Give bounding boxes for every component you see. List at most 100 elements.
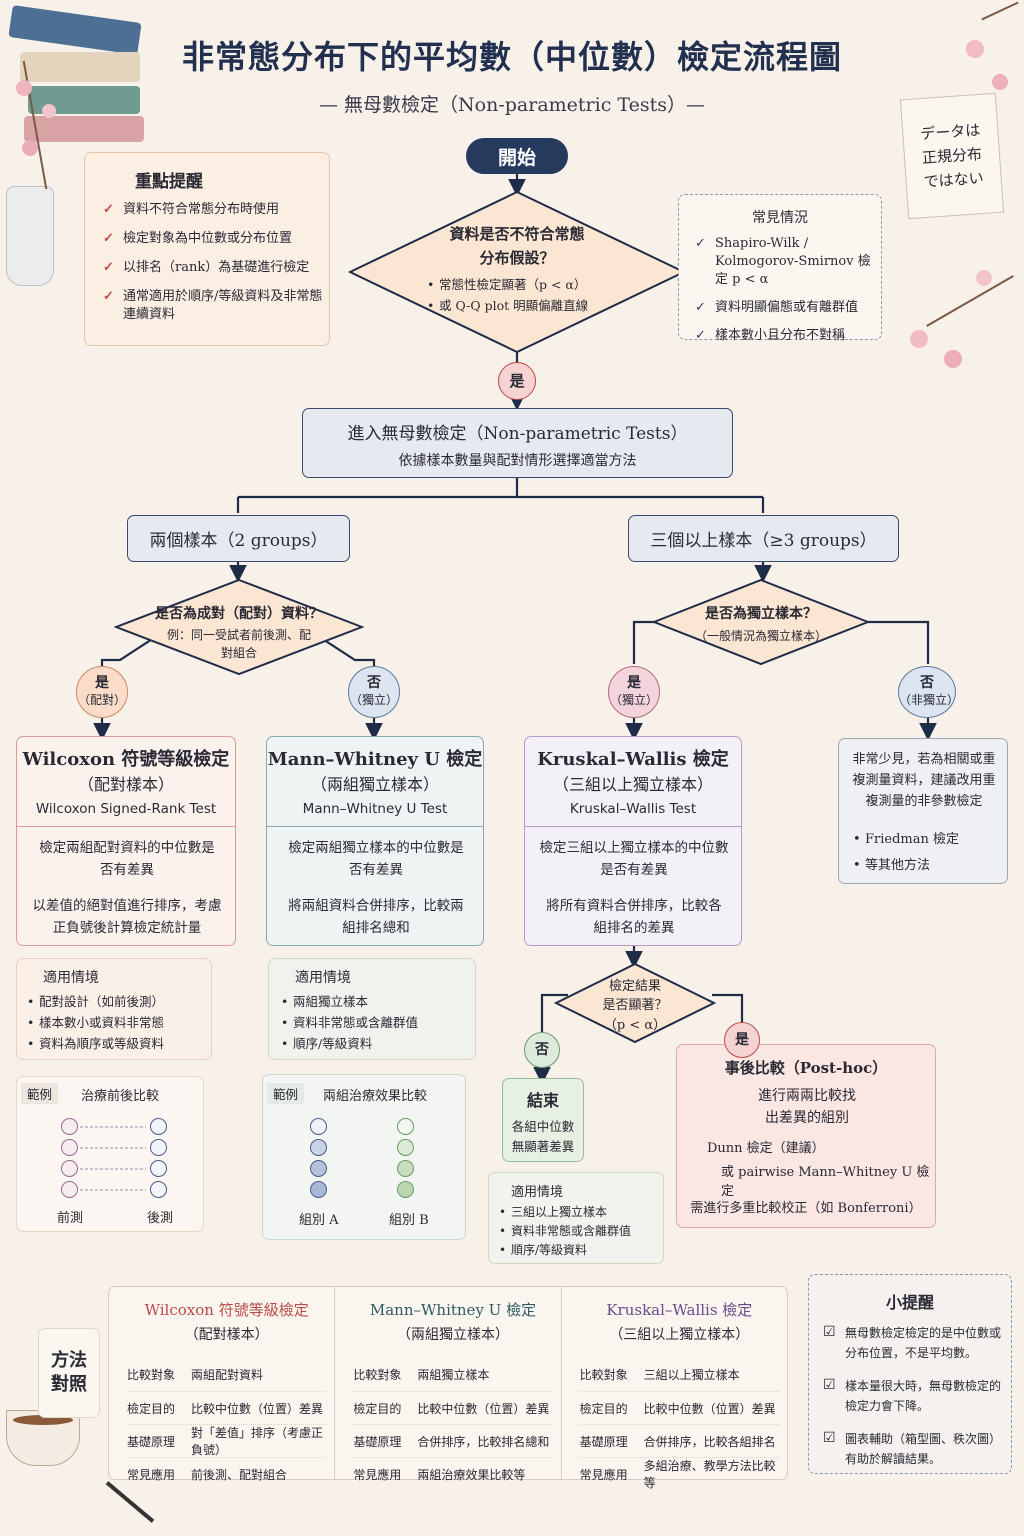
independent-yes-a: 是 [627, 675, 641, 691]
two-samples-label: 兩個樣本（2 groups） [149, 531, 328, 551]
usage-item: 順序/等級資料 [497, 1241, 631, 1260]
independent-question-sub: （一般情況為獨立樣本） [694, 629, 827, 643]
mann-whitney-desc-2: 將兩組資料合併排序，比較兩組排名總和 [288, 898, 464, 936]
post-hoc-note: 需進行多重比較校正（如 Bonferroni） [690, 1201, 922, 1216]
wilcoxon-method-box: Wilcoxon 符號等級檢定 （配對樣本） Wilcoxon Signed-R… [16, 736, 236, 946]
non-independent-item: Friedman 檢定 [851, 827, 959, 853]
compare-table: Wilcoxon 符號等級檢定（配對樣本）比較對象兩組配對資料檢定目的比較中位數… [108, 1286, 788, 1490]
compare-row-value: 比較中位數（位置）差異 [191, 1401, 324, 1416]
wilcoxon-usage-box: 適用情境 配對設計（如前後測） 樣本數小或資料非常態 資料為順序或等級資料 [16, 958, 212, 1060]
nonindependent-no-circle: 否 （非獨立） [898, 666, 959, 718]
key-point-item: 資料不符合常態分布時使用 [101, 201, 323, 219]
usage-item: 順序/等級資料 [279, 1033, 418, 1054]
group-b-dot [397, 1181, 414, 1198]
normality-question-diamond [348, 190, 686, 354]
key-point-item: 檢定對象為中位數或分布位置 [101, 230, 323, 248]
wilcoxon-sub: （配對樣本） [77, 775, 174, 794]
compare-column-subtitle: （兩組獨立樣本） [396, 1327, 509, 1343]
significant-label: 是 [735, 1031, 749, 1048]
compare-row-value: 兩組治療效果比較等 [417, 1467, 526, 1482]
kruskal-wallis-sub: （三組以上獨立樣本） [552, 775, 713, 794]
compare-row-value: 前後測、配對組合 [191, 1467, 288, 1482]
mann-whitney-usage-box: 適用情境 兩組獨立樣本 資料非常態或含離群值 順序/等級資料 [268, 958, 476, 1060]
page-title: 非常態分布下的平均數（中位數）檢定流程圖 [181, 38, 842, 76]
not-significant-circle: 否 [524, 1032, 560, 1068]
mann-whitney-example-tag: 範例 [267, 1083, 305, 1104]
vase-icon [6, 186, 54, 286]
enter-subtitle: 依據樣本數量與配對情形選擇適當方法 [398, 453, 637, 469]
common-situations-list: Shapiro-Wilk / Kolmogorov-Smirnov 檢定 p <… [695, 235, 877, 355]
kruskal-wallis-usage-box: 適用情境 三組以上獨立樣本 資料非常態或含離群值 順序/等級資料 [488, 1172, 664, 1264]
significance-line-2: 是否顯著？ [602, 998, 668, 1013]
post-hoc-box: 事後比較（Post-hoc） 進行兩兩比較找出差異的組別 Dunn 檢定（建議）… [676, 1044, 936, 1228]
three-samples-label: 三個以上樣本（≥3 groups） [650, 531, 877, 551]
posttest-dot [150, 1118, 167, 1135]
wilcoxon-example-tag: 範例 [21, 1083, 59, 1104]
post-hoc-subtitle: 進行兩兩比較找出差異的組別 [758, 1088, 856, 1126]
usage-item: 樣本數小或資料非常態 [25, 1012, 164, 1033]
usage-item: 配對設計（如前後測） [25, 991, 164, 1012]
mann-whitney-english: Mann–Whitney U Test [302, 801, 448, 817]
posttest-dot [150, 1160, 167, 1177]
paired-yes-circle: 是 （配對） [76, 666, 128, 718]
mann-whitney-desc-1: 檢定兩組獨立樣本的中位數是否有差異 [288, 840, 464, 878]
post-hoc-item-1: Dunn 檢定（建議） [707, 1141, 825, 1156]
unpaired-no-b: （獨立） [349, 693, 398, 707]
yes-circle: 是 [498, 362, 536, 400]
compare-row-value: 兩組獨立樣本 [417, 1368, 490, 1382]
compare-row: 比較對象三組以上獨立樣本 [580, 1358, 779, 1391]
compare-column: Kruskal–Wallis 檢定（三組以上獨立樣本）比較對象三組以上獨立樣本檢… [560, 1287, 787, 1490]
compare-column-title: Mann–Whitney U 檢定 [369, 1301, 537, 1319]
compare-row: 常見應用兩組治療效果比較等 [353, 1457, 553, 1490]
normality-criteria-list: 常態性檢定顯著（p < α） 或 Q-Q plot 明顯偏離直線 [425, 274, 588, 316]
kruskal-wallis-desc-2: 將所有資料合併排序，比較各組排名的差異 [546, 898, 722, 936]
compare-row: 比較對象兩組配對資料 [127, 1358, 326, 1391]
tips-title: 小提醒 [885, 1293, 934, 1312]
unpaired-no-circle: 否 （獨立） [348, 666, 400, 718]
tip-item: 樣本量很大時，無母數檢定的檢定力會下降。 [823, 1375, 1007, 1416]
mann-whitney-usage-list: 兩組獨立樣本 資料非常態或含離群值 順序/等級資料 [279, 991, 418, 1054]
common-situation-item: 樣本數小且分布不對稱 [695, 327, 877, 345]
compare-column-subtitle: （配對樣本） [184, 1327, 269, 1343]
post-hoc-item-2: 或 pairwise Mann–Whitney U 檢定 [721, 1165, 930, 1199]
page-subtitle: — 無母數檢定（Non-parametric Tests）— [319, 94, 705, 116]
compare-row-value: 對「差值」排序（考慮正負號） [191, 1426, 324, 1457]
key-point-item: 以排名（rank）為基礎進行檢定 [101, 259, 323, 277]
paired-question-diamond [114, 578, 364, 676]
significance-line-3: （p < α） [603, 1018, 667, 1033]
note-scroll: データは 正規分布 ではない [899, 92, 1005, 220]
criteria-item: 常態性檢定顯著（p < α） [425, 274, 588, 295]
start-node: 開始 [466, 138, 568, 174]
tips-panel: 小提醒 無母數檢定檢定的是中位數或分布位置，不是平均數。 樣本量很大時，無母數檢… [808, 1274, 1012, 1474]
compare-row-key: 常見應用 [579, 1467, 628, 1482]
criteria-item: 或 Q-Q plot 明顯偏離直線 [425, 295, 588, 316]
compare-column-title: Kruskal–Wallis 檢定 [606, 1301, 753, 1319]
compare-column-title: Wilcoxon 符號等級檢定 [144, 1301, 309, 1319]
compare-row: 常見應用多組治療、教學方法比較等 [579, 1457, 779, 1490]
mann-whitney-usage-title: 適用情境 [295, 970, 351, 986]
cherry-branch-right-icon [880, 0, 1024, 410]
non-independent-box: 非常少見，若為相關或重複測量資料，建議改用重複測量的非參數檢定 Friedman… [838, 738, 1008, 884]
key-points-title: 重點提醒 [135, 172, 203, 192]
paired-yes-a: 是 [95, 675, 109, 691]
compare-row: 基礎原理合併排序，比較各組排名 [579, 1424, 779, 1457]
paired-yes-b: （配對） [77, 693, 126, 707]
note-scroll-text: データは 正規分布 ではない [919, 120, 985, 192]
posttest-dot [150, 1139, 167, 1156]
not-significant-label: 否 [535, 1041, 549, 1058]
compare-label-card: 方法對照 [38, 1328, 100, 1418]
compare-row-value: 比較中位數（位置）差異 [643, 1401, 776, 1416]
independent-question-title: 是否為獨立樣本？ [705, 606, 817, 622]
compare-row-value: 合併排序，比較各組排名 [643, 1434, 776, 1449]
compare-row-key: 基礎原理 [353, 1434, 402, 1449]
three-samples-box: 三個以上樣本（≥3 groups） [628, 515, 899, 562]
nonindependent-no-a: 否 [920, 675, 934, 691]
wilcoxon-title: Wilcoxon 符號等級檢定 [22, 749, 230, 770]
usage-item: 資料為順序或等級資料 [25, 1033, 164, 1054]
pretest-dot [61, 1181, 78, 1198]
compare-row-key: 比較對象 [579, 1368, 628, 1382]
kruskal-wallis-usage-list: 三組以上獨立樣本 資料非常態或含離群值 順序/等級資料 [497, 1203, 631, 1260]
compare-column: Wilcoxon 符號等級檢定（配對樣本）比較對象兩組配對資料檢定目的比較中位數… [109, 1287, 334, 1482]
compare-column-subtitle: （三組以上獨立樣本） [609, 1327, 750, 1343]
mann-whitney-example-box: 範例 兩組治療效果比較 組別 A 組別 B [262, 1074, 466, 1240]
